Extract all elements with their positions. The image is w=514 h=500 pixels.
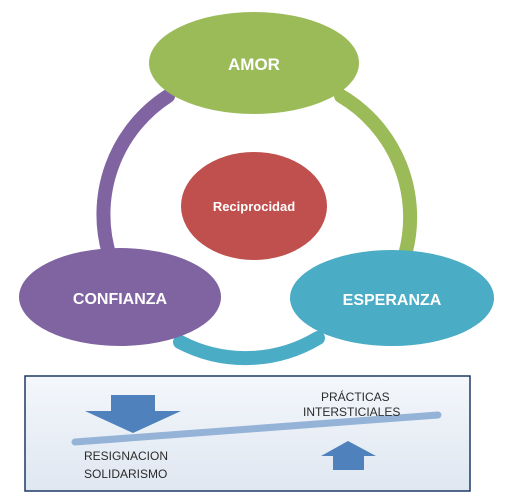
down-arrow-icon	[85, 395, 181, 433]
node-reciprocidad: Reciprocidad	[181, 152, 327, 260]
node-amor-label: AMOR	[228, 55, 280, 74]
node-amor-shape	[149, 12, 359, 114]
node-esperanza: ESPERANZA	[290, 250, 494, 346]
label-solidarismo: SOLIDARISMO	[84, 467, 167, 481]
node-esperanza-shape	[290, 250, 494, 346]
connector-confianza-amor	[96, 89, 175, 264]
node-esperanza-label: ESPERANZA	[343, 292, 442, 309]
label-resignacion: RESIGNACION	[84, 449, 168, 463]
node-confianza-shape	[19, 248, 221, 346]
balance-panel: RESIGNACION SOLIDARISMO PRÁCTICAS INTERS…	[24, 375, 471, 492]
connector-amor-esperanza	[334, 89, 418, 262]
node-confianza-label: CONFIANZA	[73, 291, 168, 308]
node-reciprocidad-label: Reciprocidad	[213, 199, 295, 214]
connector-esperanza-confianza	[173, 331, 325, 366]
label-intersticiales: INTERSTICIALES	[303, 405, 400, 419]
node-reciprocidad-shape	[181, 152, 327, 260]
panel-box	[24, 375, 471, 492]
node-amor: AMOR	[149, 12, 359, 114]
node-confianza: CONFIANZA	[19, 248, 221, 346]
balance-bar	[71, 411, 442, 446]
up-arrow-icon	[321, 441, 376, 470]
label-practicas: PRÁCTICAS	[321, 389, 390, 404]
